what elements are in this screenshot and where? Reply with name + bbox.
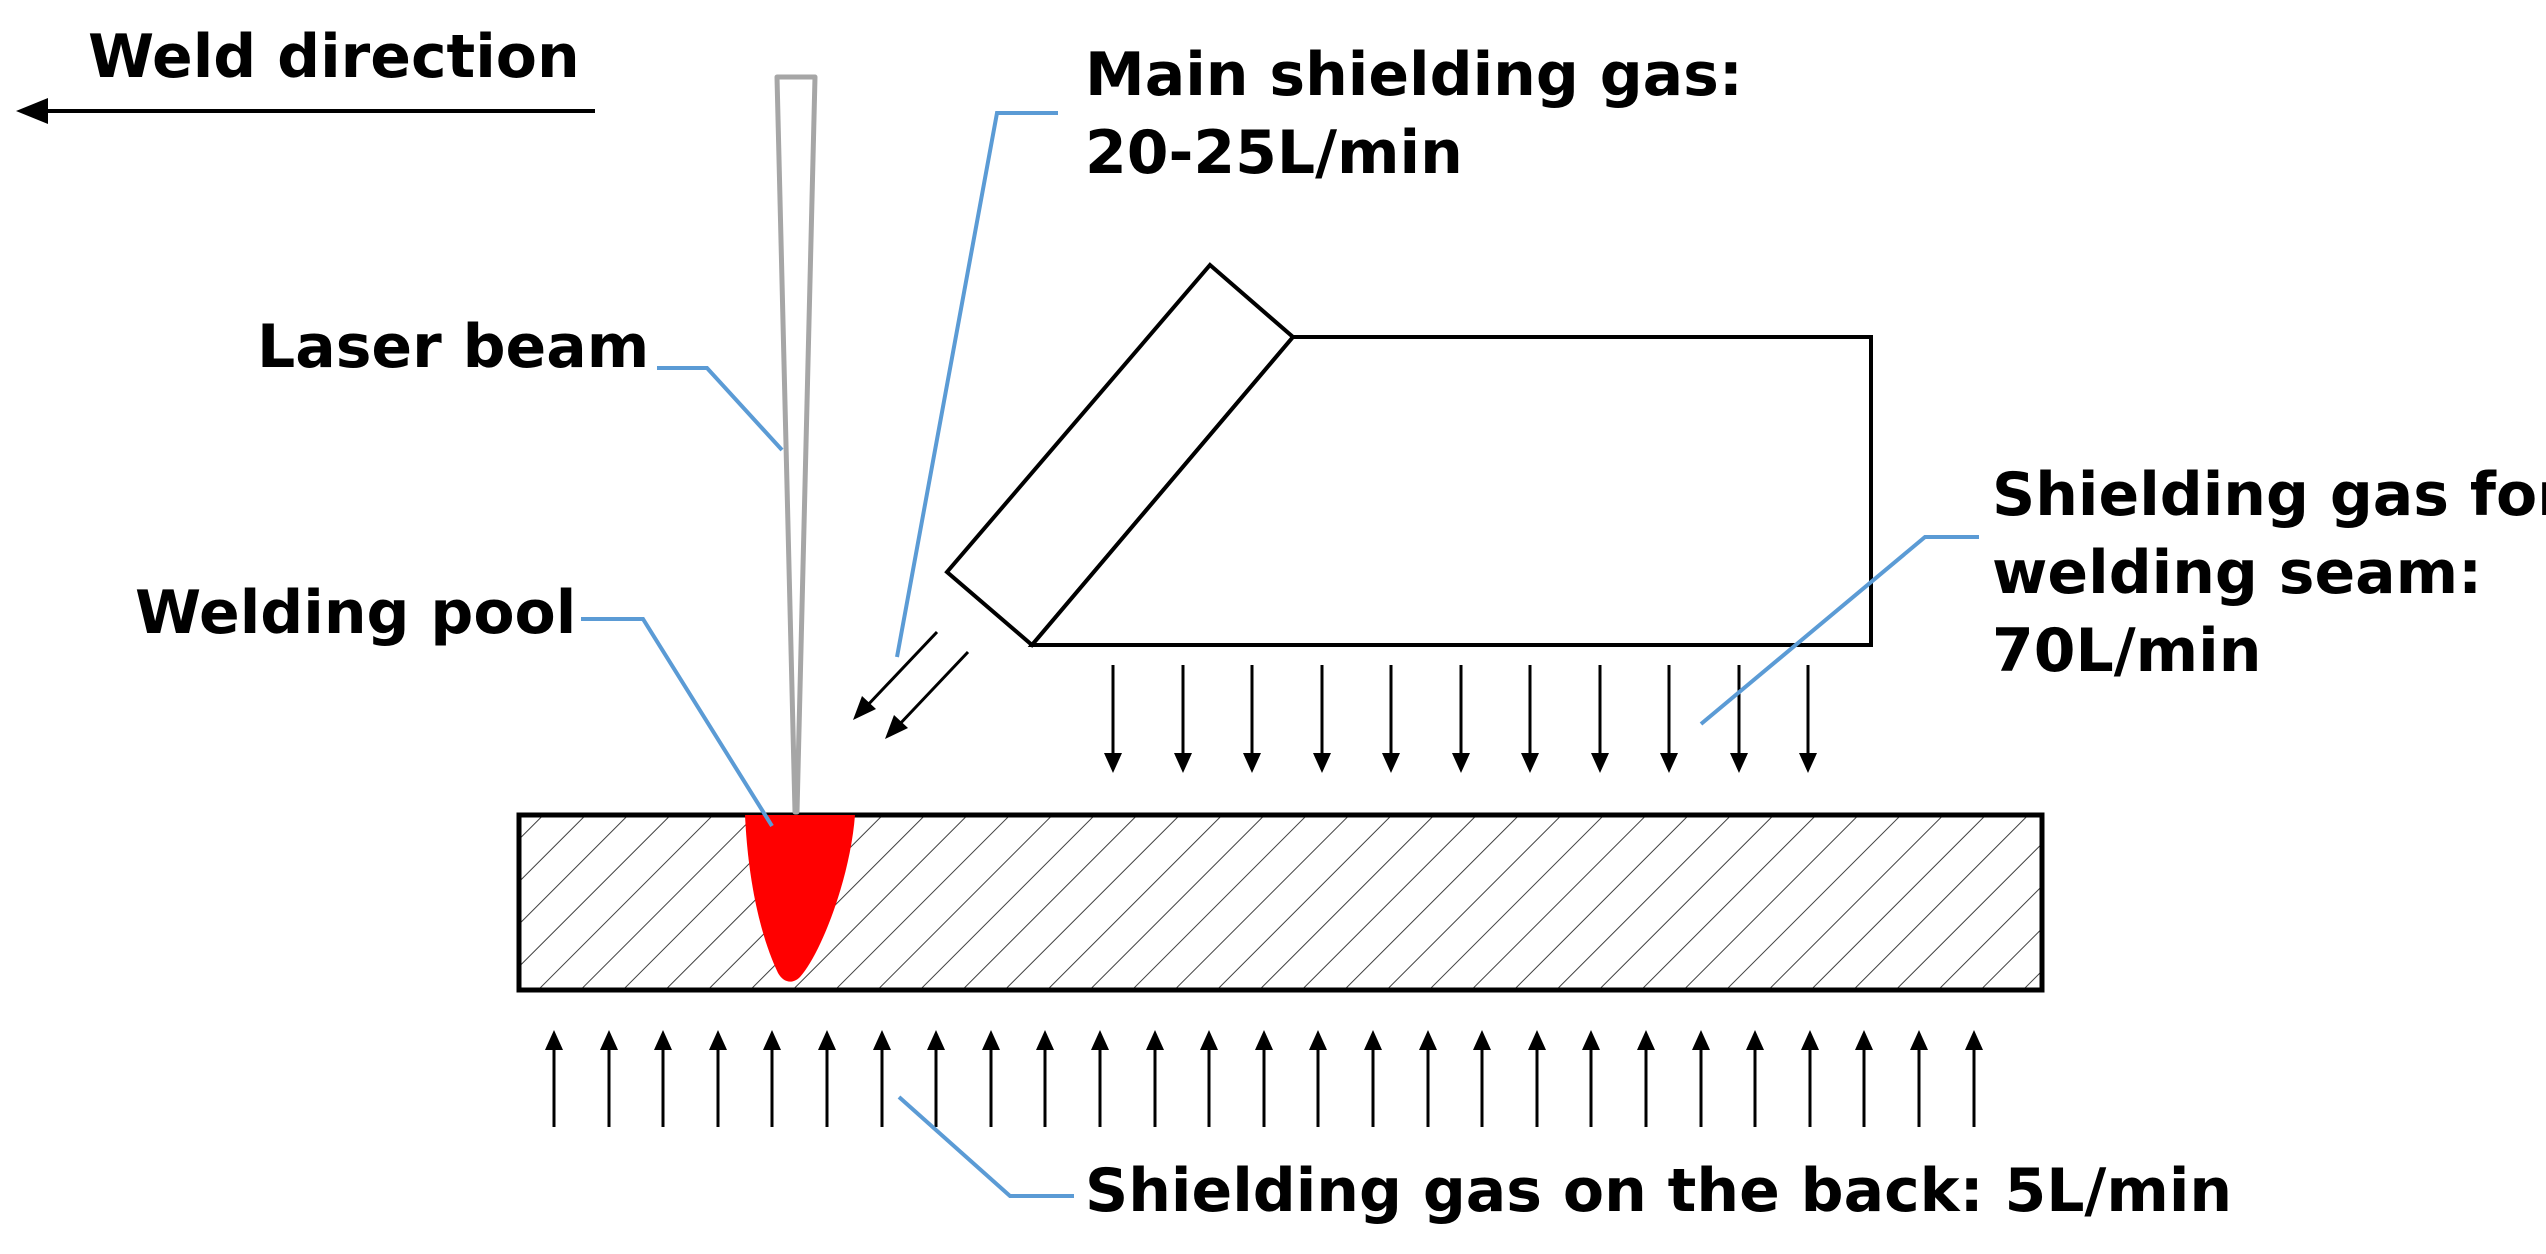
main-shielding-gas-line1: Main shielding gas:: [1085, 40, 1743, 110]
seam-gas-arrow: [1452, 665, 1470, 773]
back-gas-arrow: [927, 1030, 945, 1127]
seam-gas-arrow: [1660, 665, 1678, 773]
back-gas-arrow: [1910, 1030, 1928, 1127]
back-gas-arrow: [1692, 1030, 1710, 1127]
leader-main-gas: [895, 111, 1058, 658]
seam-gas-arrow: [1730, 665, 1748, 773]
main-shielding-gas-label: Main shielding gas: 20-25L/min: [1085, 36, 1743, 192]
gas-nozzle: [944, 262, 1873, 648]
seam-gas-arrow: [1313, 665, 1331, 773]
back-gas-arrow: [1637, 1030, 1655, 1127]
back-gas-arrow: [1036, 1030, 1054, 1127]
back-gas-arrow: [1200, 1030, 1218, 1127]
welding-pool: [745, 815, 855, 982]
back-gas-arrow: [1582, 1030, 1600, 1127]
back-gas-arrow: [1255, 1030, 1273, 1127]
main-shielding-gas-line2: 20-25L/min: [1085, 118, 1463, 188]
seam-gas-arrow: [1521, 665, 1539, 773]
back-gas-arrow: [709, 1030, 727, 1127]
weld-direction-label: Weld direction: [88, 22, 580, 92]
back-gas-arrow: [654, 1030, 672, 1127]
seam-gas-arrow: [1382, 665, 1400, 773]
back-gas-arrow: [1746, 1030, 1764, 1127]
seam-gas-arrow: [1174, 665, 1192, 773]
seam-shielding-gas-line2: welding seam:: [1992, 538, 2483, 608]
main-gas-arrows: [853, 630, 970, 739]
laser-beam: [774, 74, 818, 815]
back-gas-arrow: [1091, 1030, 1109, 1127]
seam-gas-arrow: [1799, 665, 1817, 773]
welding-pool-label: Welding pool: [135, 578, 577, 648]
back-gas-arrow: [1364, 1030, 1382, 1127]
seam-gas-arrow: [1243, 665, 1261, 773]
back-gas-arrow: [600, 1030, 618, 1127]
leader-lines: [581, 111, 1979, 1198]
seam-shielding-gas-line3: 70L/min: [1992, 616, 2262, 686]
leader-welding-pool: [581, 617, 774, 828]
back-gas-arrow: [1473, 1030, 1491, 1127]
seam-shielding-gas-line1: Shielding gas for: [1992, 460, 2546, 530]
seam-gas-arrow: [1591, 665, 1609, 773]
back-gas-arrow: [1965, 1030, 1983, 1127]
back-gas-arrow: [1309, 1030, 1327, 1127]
back-gas-arrow: [1528, 1030, 1546, 1127]
back-gas-arrow: [982, 1030, 1000, 1127]
leader-laser-beam: [657, 366, 784, 452]
back-gas-arrow: [1855, 1030, 1873, 1127]
leader-back-gas: [897, 1095, 1074, 1198]
leader-seam-gas: [1699, 535, 1979, 726]
back-shielding-gas-label: Shielding gas on the back: 5L/min: [1085, 1156, 2233, 1226]
back-gas-arrow: [873, 1030, 891, 1127]
laser-beam-label: Laser beam: [257, 312, 650, 382]
back-gas-arrow: [763, 1030, 781, 1127]
back-gas-arrow: [1419, 1030, 1437, 1127]
weld-direction-arrow: [16, 98, 595, 124]
seam-gas-arrow: [1104, 665, 1122, 773]
seam-gas-arrows: [1104, 665, 1817, 773]
back-gas-arrow: [1801, 1030, 1819, 1127]
back-gas-arrow: [1146, 1030, 1164, 1127]
seam-shielding-gas-label: Shielding gas for welding seam: 70L/min: [1992, 456, 2546, 690]
back-gas-arrow: [818, 1030, 836, 1127]
back-gas-arrow: [545, 1030, 563, 1127]
back-gas-arrows: [545, 1030, 1983, 1127]
